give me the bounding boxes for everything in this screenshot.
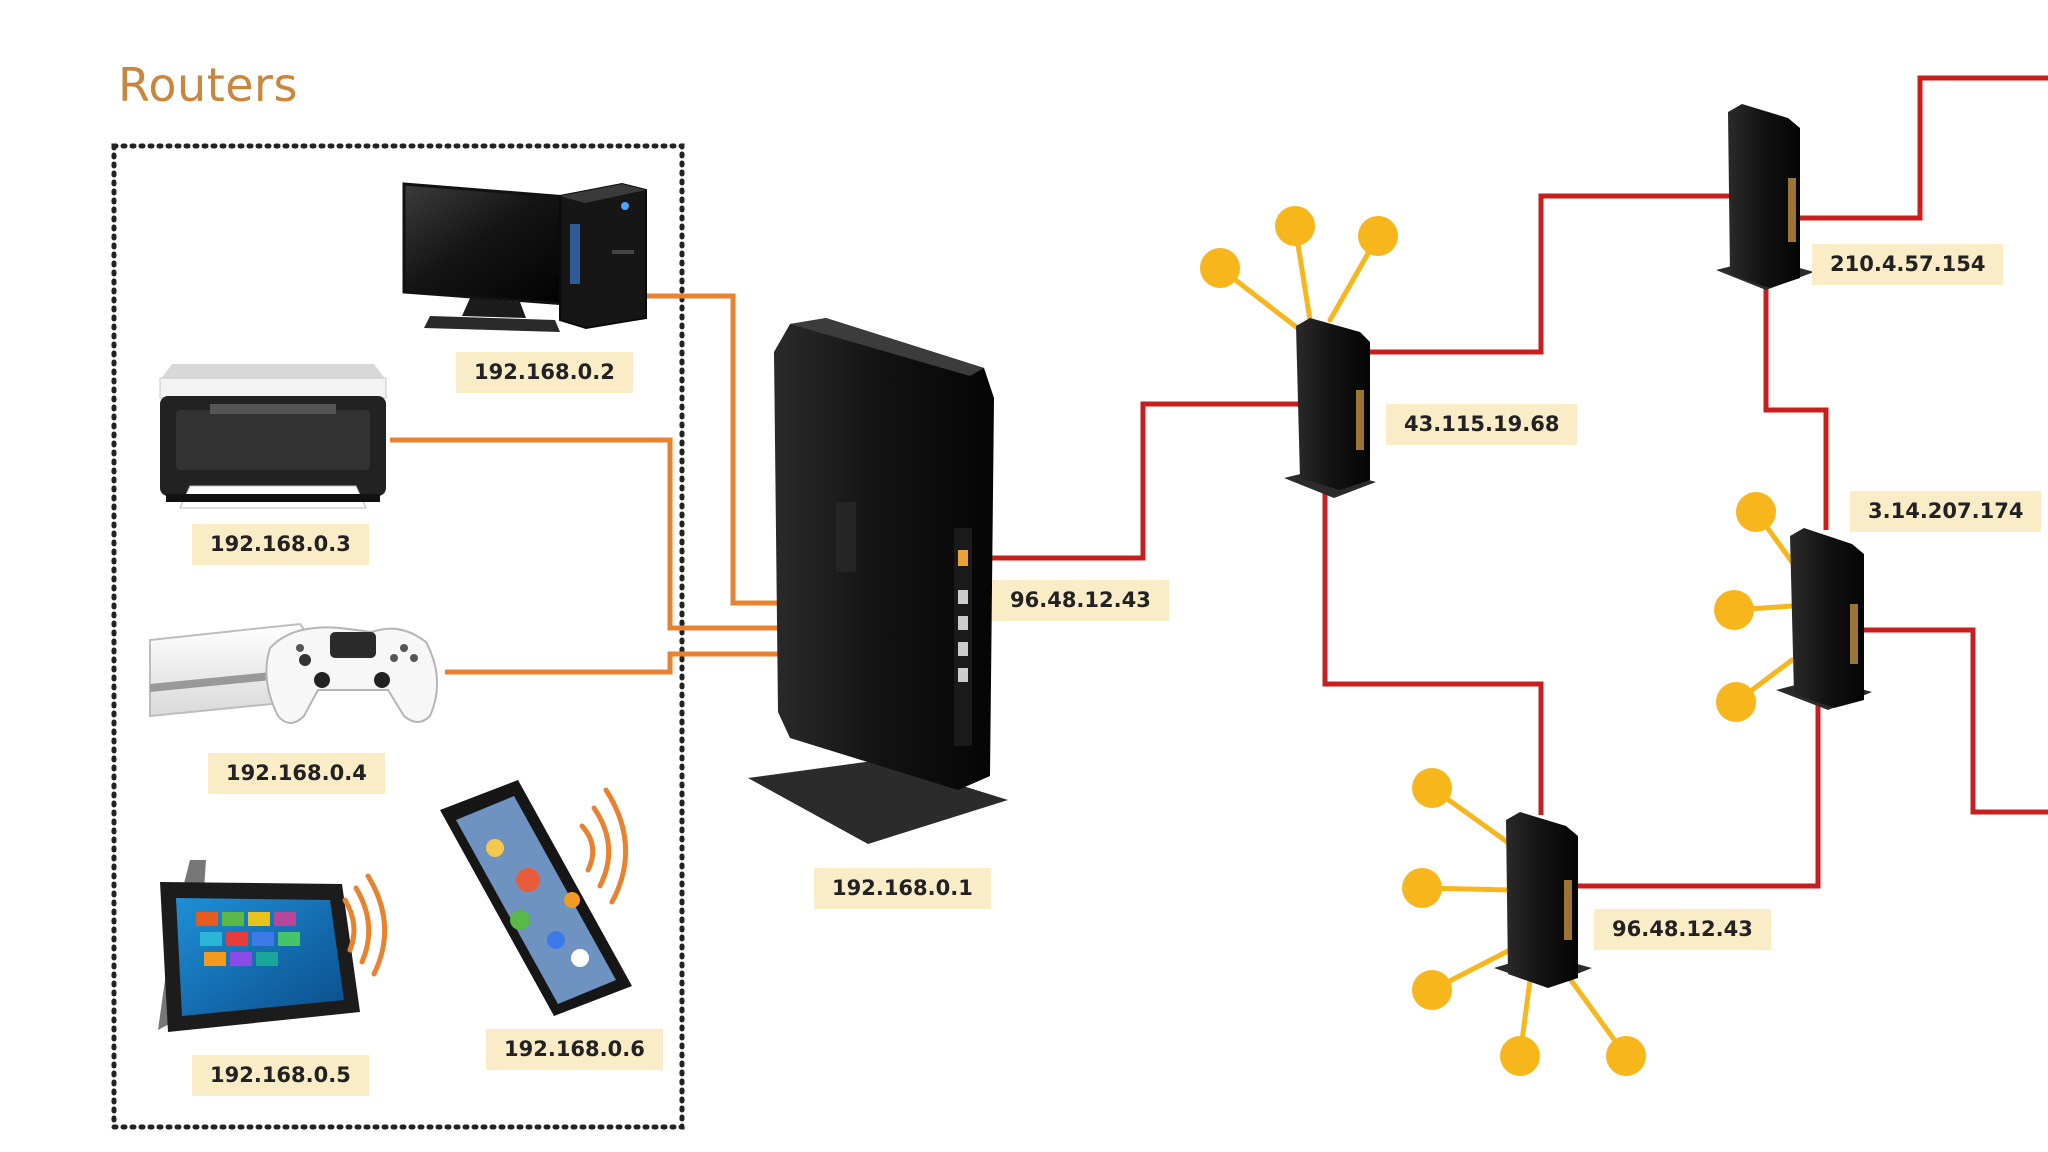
ip-label-desktop: 192.168.0.2 — [456, 352, 633, 394]
ip-label-r2: 210.4.57.154 — [1812, 244, 2004, 286]
ip-label-home-router-lan: 192.168.0.1 — [814, 868, 991, 910]
wan-link-r3-offscreen — [1862, 627, 2048, 815]
printer-icon — [159, 364, 387, 509]
wan-link-r4-r3 — [1575, 700, 1821, 889]
ip-label-r1: 43.115.19.68 — [1386, 404, 1578, 446]
ip-label-tablet: 192.168.0.5 — [192, 1055, 369, 1097]
router-r1-icon — [1200, 206, 1398, 498]
wan-link-r2-r3 — [1763, 284, 1829, 530]
router-r2-icon — [1716, 104, 1814, 290]
wan-links — [962, 75, 2048, 889]
tablet-icon — [158, 860, 388, 1032]
ip-label-console: 192.168.0.4 — [208, 753, 385, 795]
ip-label-smartphone: 192.168.0.6 — [486, 1029, 663, 1071]
ip-label-printer: 192.168.0.3 — [192, 524, 369, 566]
ip-label-home-router-wan: 96.48.12.43 — [992, 580, 1169, 622]
router-r3-icon — [1714, 492, 1872, 722]
router-r4-icon — [1402, 768, 1646, 1076]
ip-label-r3: 3.14.207.174 — [1850, 491, 2042, 533]
wan-link-r1-r2 — [1365, 193, 1730, 355]
game-console-icon — [149, 622, 439, 724]
smartphone-icon — [440, 780, 632, 1016]
lan-boundary — [111, 143, 685, 1130]
wan-link-r1-r4 — [1322, 480, 1544, 815]
page-title: Routers — [118, 58, 298, 112]
desktop-pc-icon — [402, 182, 647, 332]
ip-label-r4: 96.48.12.43 — [1594, 909, 1771, 951]
router-icon — [748, 318, 1008, 844]
wan-link-r2-offscreen — [1790, 75, 2048, 221]
wan-link-home-r1 — [962, 401, 1300, 561]
